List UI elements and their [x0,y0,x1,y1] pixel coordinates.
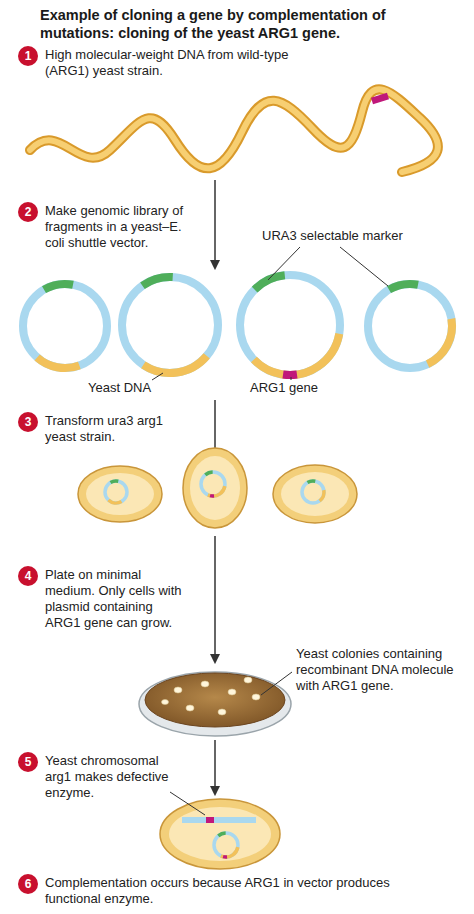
callout-number: 6 [18,874,38,894]
flow-arrow [214,740,216,794]
step: 5 Yeast chromosomal arg1 makes defective … [18,752,176,801]
yeast-cell [273,465,357,523]
step-text: Complementation occurs because ARG1 in v… [45,874,448,907]
petri-dish [139,672,291,736]
callout-label: URA3 selectable marker [262,228,462,244]
plasmid [8,269,123,384]
step: 3 Transform ura3 arg1 yeast strain. [18,412,178,445]
genomic-dna [30,89,438,172]
colony [162,677,261,715]
flow-arrow [214,536,216,662]
callout-label: Yeast colonies containing recombinant DN… [296,646,464,694]
step: 6 Complementation occurs because ARG1 in … [18,874,448,907]
callout-label: Yeast DNA [88,380,178,396]
plasmid [102,257,237,392]
arg1-segment [372,96,388,101]
step-text: Plate on minimal medium. Only cells with… [45,566,186,631]
step-text: Make genomic library of fragments in a y… [45,202,186,251]
plasmid [353,269,468,384]
step: 1 High molecular-weight DNA from wild-typ… [18,46,298,79]
step-text: High molecular-weight DNA from wild-type… [45,46,298,79]
callout-number: 1 [18,46,38,66]
figure-title: Example of cloning a gene by complementa… [40,6,460,42]
leader-line [261,672,292,695]
step: 4 Plate on minimal medium. Only cells wit… [18,566,186,631]
callout-number: 4 [18,566,38,586]
yeast-cell [78,466,162,522]
step-text: Yeast chromosomal arg1 makes defective e… [45,752,176,801]
plasmid [219,254,360,395]
leader-line [170,792,205,815]
callout-number: 3 [18,412,38,432]
flow-arrow [214,180,216,268]
callout-number: 2 [18,202,38,222]
callout-label: ARG1 gene [250,380,340,396]
arg1-mutant-locus [206,817,214,823]
leader-line [152,247,388,380]
step: 2 Make genomic library of fragments in a … [18,202,186,251]
chromosome [182,817,256,823]
callout-number: 5 [18,752,38,772]
yeast-cell [183,448,247,528]
step-text: Transform ura3 arg1 yeast strain. [45,412,178,445]
yeast-cell [160,799,280,869]
